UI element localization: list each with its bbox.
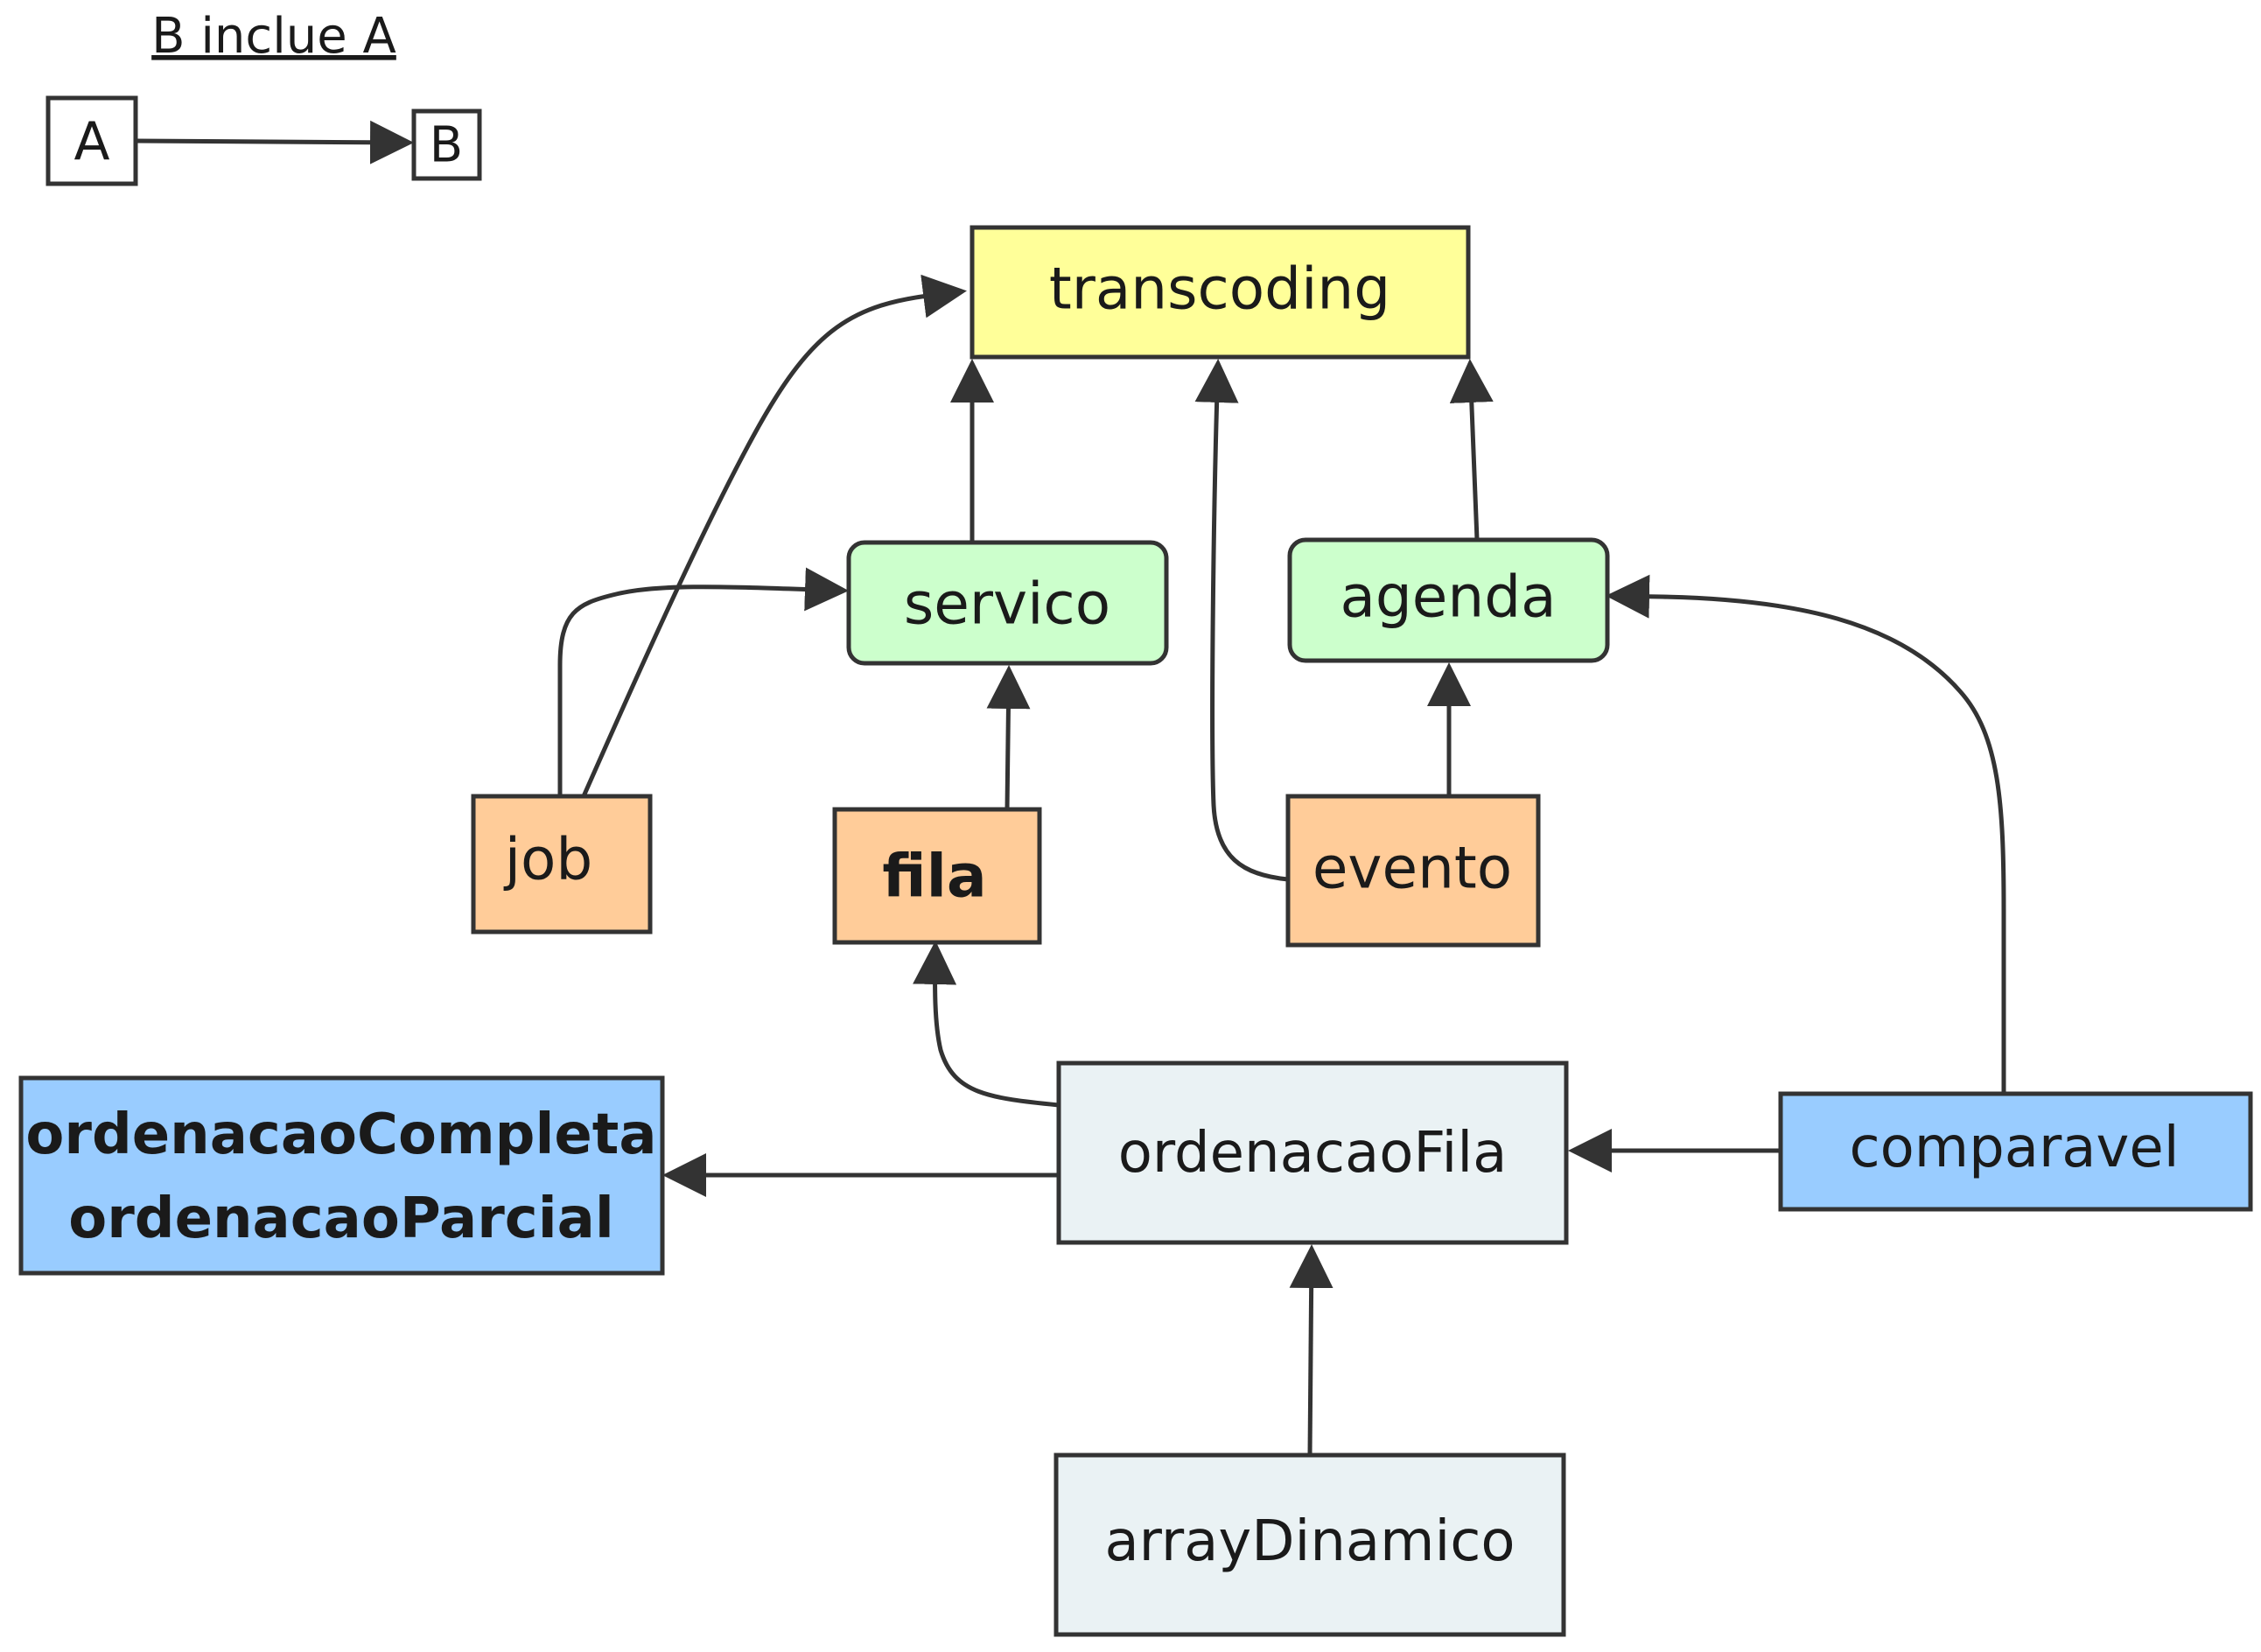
node-servico[interactable]: servico	[846, 540, 1169, 666]
legend-node-a-label: A	[74, 111, 109, 172]
node-ordenacaofila-label: ordenacaoFila	[1118, 1121, 1508, 1186]
node-ordenacao[interactable]: ordenacaoCompleta ordenacaoParcial	[18, 1075, 665, 1276]
node-ordenacaofila[interactable]: ordenacaoFila	[1056, 1060, 1569, 1245]
node-transcoding[interactable]: transcoding	[970, 225, 1471, 360]
node-ordenacao-parcial-label: ordenacaoParcial	[68, 1186, 614, 1251]
legend: B inclue A A B	[46, 8, 482, 186]
edge-fila-servico	[986, 665, 1031, 810]
legend-title: B inclue A	[151, 8, 396, 65]
node-ordenacao-completa-label: ordenacaoCompleta	[25, 1102, 656, 1167]
node-fila-label: fila	[882, 843, 987, 912]
node-job-label: job	[503, 826, 593, 893]
node-job[interactable]: job	[471, 794, 653, 934]
legend-node-b-label: B	[430, 117, 463, 174]
node-comparavel[interactable]: comparavel	[1778, 1091, 2253, 1212]
node-agenda[interactable]: agenda	[1287, 537, 1610, 663]
node-transcoding-label: transcoding	[1049, 256, 1390, 323]
edge-evento-transcoding	[1194, 359, 1289, 882]
legend-edge-a-b	[135, 120, 414, 164]
edge-ordenacaofila-fila	[913, 941, 1060, 1108]
edges	[557, 274, 2006, 1456]
node-comparavel-label: comparavel	[1849, 1116, 2179, 1180]
node-arraydinamico[interactable]: arrayDinamico	[1054, 1452, 1566, 1637]
node-evento[interactable]: evento	[1285, 794, 1541, 948]
node-agenda-label: agenda	[1340, 564, 1556, 631]
node-fila[interactable]: fila	[832, 807, 1042, 945]
edge-arraydinamico-ordenacaofila	[1289, 1244, 1334, 1456]
edge-comparavel-agenda	[1606, 574, 2006, 1092]
legend-node-b	[411, 108, 482, 181]
edge-job-transcoding	[581, 274, 967, 798]
edge-job-servico	[557, 567, 849, 796]
node-arraydinamico-label: arrayDinamico	[1104, 1509, 1515, 1574]
node-evento-label: evento	[1312, 835, 1512, 902]
node-servico-label: servico	[904, 570, 1110, 638]
legend-node-a	[46, 95, 138, 186]
edge-agenda-transcoding	[1449, 359, 1494, 541]
